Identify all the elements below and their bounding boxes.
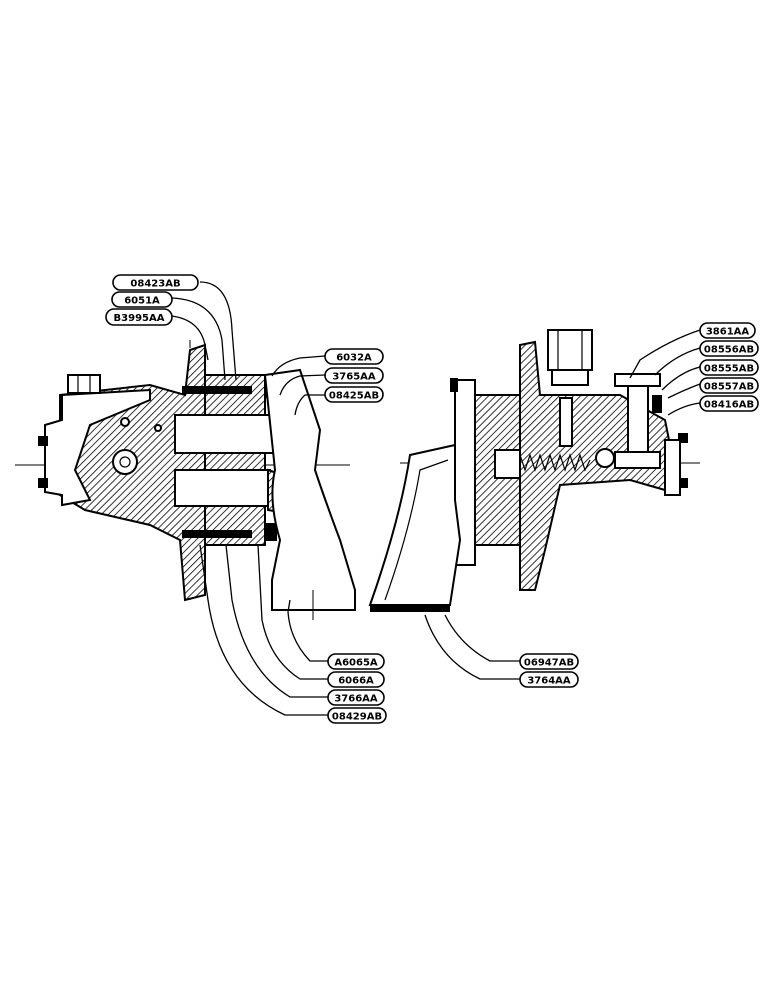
right-linkage <box>614 451 661 469</box>
label-3766AA-text: 3766AA <box>334 694 378 705</box>
label-08429AB: 08429AB <box>327 707 387 724</box>
left-shaft-end <box>112 449 138 475</box>
label-6066A: 6066A <box>327 671 385 688</box>
label-3765AA: 3765AA <box>324 367 384 384</box>
right-side-bolt-lower <box>678 478 688 488</box>
label-6051A: 6051A <box>111 291 173 308</box>
label-08416AB-text: 08416AB <box>704 400 754 411</box>
label-08555AB-text: 08555AB <box>704 364 754 375</box>
left-hex-nut <box>67 374 101 394</box>
right-valve-spring <box>652 395 662 413</box>
left-side-bolt-lower <box>38 478 48 488</box>
left-outlet-elbow <box>263 368 356 611</box>
label-08556AB: 08556AB <box>699 340 759 357</box>
label-3766AA: 3766AA <box>327 689 385 706</box>
right-valve-stem <box>627 379 649 461</box>
label-08557AB-text: 08557AB <box>704 382 754 393</box>
label-08555AB: 08555AB <box>699 359 759 376</box>
left-upper-gear-shaft <box>174 414 286 454</box>
label-08557AB: 08557AB <box>699 377 759 394</box>
label-3765AA-text: 3765AA <box>332 372 376 383</box>
label-08556AB-text: 08556AB <box>704 345 754 356</box>
right-top-cap <box>547 329 593 371</box>
right-valve-cap <box>614 373 661 387</box>
label-6066A-text: 6066A <box>338 676 374 687</box>
right-ball-joint <box>595 448 615 468</box>
label-06947AB-text: 06947AB <box>524 658 574 669</box>
label-08425AB: 08425AB <box>324 386 384 403</box>
right-flange-bolt-top <box>450 378 458 392</box>
label-06947AB: 06947AB <box>519 653 579 670</box>
right-pump-assembly <box>368 329 700 612</box>
left-pump-housing <box>44 388 151 507</box>
left-gear-plates <box>204 374 266 546</box>
left-pump-assembly <box>15 340 356 620</box>
label-08423AB-text: 08423AB <box>130 279 180 290</box>
label-08425AB-text: 08425AB <box>329 391 379 402</box>
left-lower-gear-shaft <box>174 469 271 507</box>
right-relief-port <box>559 397 573 447</box>
label-B3995AA: B3995AA <box>105 308 173 326</box>
label-3861AA: 3861AA <box>699 322 756 339</box>
left-top-bolt <box>182 386 252 394</box>
left-bottom-bolt <box>182 530 252 538</box>
leader-lines <box>171 281 701 716</box>
right-side-bolt-upper <box>678 433 688 443</box>
label-3764AA-text: 3764AA <box>527 676 571 687</box>
label-08423AB: 08423AB <box>112 274 199 291</box>
right-inlet-funnel <box>368 443 462 606</box>
label-3861AA-text: 3861AA <box>706 327 750 338</box>
left-side-bolt-upper <box>38 436 48 446</box>
label-6032A: 6032A <box>324 348 384 365</box>
label-A6065A-text: A6065A <box>334 658 378 669</box>
label-08429AB-text: 08429AB <box>332 712 382 723</box>
label-A6065A: A6065A <box>327 653 385 670</box>
part-labels: 08423AB 6051A B3995AA 6032A 3765AA 08425… <box>105 274 759 724</box>
label-3764AA: 3764AA <box>519 671 579 688</box>
right-spring <box>519 453 591 472</box>
left-bottom-nut <box>265 523 277 541</box>
label-6032A-text: 6032A <box>336 353 372 364</box>
label-B3995AA-text: B3995AA <box>114 313 165 324</box>
right-inlet-gasket <box>370 605 450 612</box>
right-spring-housing <box>494 449 521 479</box>
label-6051A-text: 6051A <box>124 296 160 307</box>
label-08416AB: 08416AB <box>699 395 759 412</box>
